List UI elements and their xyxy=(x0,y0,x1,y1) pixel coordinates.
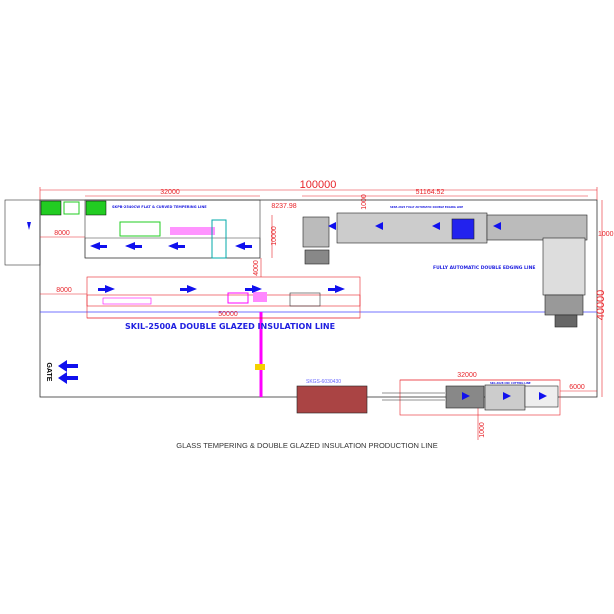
dim-overall-length: 100000 xyxy=(300,179,337,191)
dim-bottom-1000: 1000 xyxy=(479,422,486,438)
edging-line xyxy=(302,212,588,328)
dim-spacing: 4000 xyxy=(253,260,260,276)
dim-tempering-length: 32000 xyxy=(160,189,180,196)
label-edging-line-top: SKSE-2825 FULLY AUTOMATIC DOUBLE EDGING … xyxy=(390,205,463,209)
dim-cutting-length: 32000 xyxy=(457,372,477,379)
dim-tempering-width: 10000 xyxy=(271,226,278,246)
label-cutting-line: SKC-4028 CNC CUTTING LINE xyxy=(490,381,531,385)
dim-right-1000: 1000 xyxy=(598,231,614,238)
dim-gap: 8237.98 xyxy=(271,203,296,210)
cutting-line xyxy=(296,384,559,414)
label-insulation-line: SKIL-2500A DOUBLE GLAZED INSULATION LINE xyxy=(125,322,335,331)
gate-arrows xyxy=(58,360,78,384)
label-storage: SKGS-6030430 xyxy=(306,379,341,385)
label-tempering-line: SKPB-2540CW FLAT & CURVED TEMPERING LINE xyxy=(112,205,207,209)
edging-arrows xyxy=(328,222,501,230)
tempering-line xyxy=(27,199,261,259)
dim-top-1000: 1000 xyxy=(361,194,368,210)
dim-8000-top: 8000 xyxy=(54,230,70,237)
cart xyxy=(255,364,265,370)
insulation-line xyxy=(86,285,361,307)
drawing-title: GLASS TEMPERING & DOUBLE GLAZED INSULATI… xyxy=(176,441,438,450)
dim-8000-bottom: 8000 xyxy=(56,287,72,294)
label-edging-line: FULLY AUTOMATIC DOUBLE EDGING LINE xyxy=(433,265,535,271)
office-building xyxy=(4,199,41,266)
dim-edging-length: 51164.52 xyxy=(416,189,445,196)
dim-insulation-length: 50000 xyxy=(218,311,238,318)
dim-cutting-width: 6000 xyxy=(569,384,585,391)
dim-overall-width: 40000 xyxy=(595,290,607,321)
label-gate: GATE xyxy=(45,363,52,382)
cutting-arrows xyxy=(462,392,547,400)
